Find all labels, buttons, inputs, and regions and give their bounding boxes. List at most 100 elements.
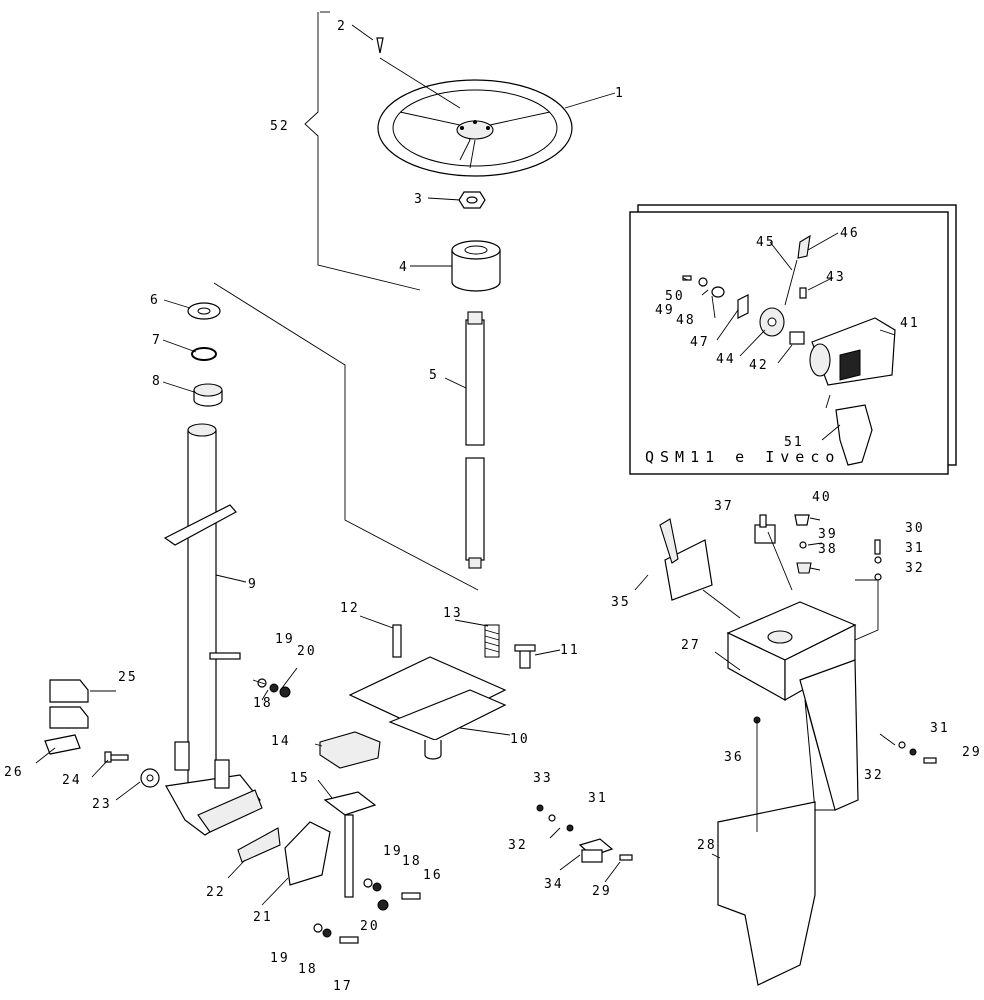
control-lever-35 (659, 518, 713, 601)
label-20b: 20 (360, 919, 380, 934)
assembly-line (213, 282, 479, 591)
console-27 (726, 601, 859, 811)
label-47: 47 (690, 335, 710, 350)
label-19: 19 (275, 632, 295, 647)
label-15: 15 (290, 771, 310, 786)
inset-frame (629, 204, 957, 475)
bolt-12 (392, 624, 402, 658)
label-2: 2 (337, 19, 347, 34)
label-17: 17 (333, 979, 353, 994)
plate-47 (737, 294, 749, 319)
label-23: 23 (92, 797, 112, 812)
label-10: 10 (510, 732, 530, 747)
label-27: 27 (681, 638, 701, 653)
label-51: 51 (784, 435, 804, 450)
label-29b: 29 (592, 884, 612, 899)
label-1: 1 (615, 86, 625, 101)
bolt-24 (104, 751, 129, 763)
plate-10 (348, 656, 507, 760)
label-46: 46 (840, 226, 860, 241)
label-25: 25 (118, 670, 138, 685)
label-16: 16 (423, 868, 443, 883)
label-19c: 19 (270, 951, 290, 966)
label-48: 48 (676, 313, 696, 328)
pin-43 (799, 287, 807, 299)
label-44: 44 (716, 352, 736, 367)
label-40: 40 (812, 490, 832, 505)
fasteners-31-34 (536, 804, 633, 863)
label-33: 33 (533, 771, 553, 786)
steering-wheel (377, 79, 573, 177)
label-35: 35 (611, 595, 631, 610)
screw-2 (376, 37, 384, 54)
housing-41 (809, 317, 896, 386)
knob-46 (797, 234, 811, 259)
assembly-brace-52 (304, 11, 421, 291)
label-7: 7 (152, 333, 162, 348)
ring-7 (191, 347, 217, 361)
label-6: 6 (150, 293, 160, 308)
label-29: 29 (962, 745, 982, 760)
pedal-pad-14 (319, 731, 381, 769)
label-36: 36 (724, 750, 744, 765)
label-32c: 32 (508, 838, 528, 853)
cover-28 (717, 801, 816, 986)
washers-48-50 (682, 275, 725, 298)
part-labels: 2 1 52 3 4 5 6 7 8 9 19 20 18 25 26 24 2… (4, 19, 982, 994)
label-50: 50 (665, 289, 685, 304)
switch-37 (754, 514, 776, 544)
bolt-11 (514, 644, 536, 669)
label-32b: 32 (864, 768, 884, 783)
bracket-21 (284, 821, 331, 886)
washer-6 (187, 302, 221, 320)
label-4: 4 (399, 260, 409, 275)
label-14: 14 (271, 734, 291, 749)
label-52: 52 (270, 119, 290, 134)
washer-23 (140, 768, 160, 788)
label-28: 28 (697, 838, 717, 853)
label-43: 43 (826, 270, 846, 285)
label-18: 18 (253, 696, 273, 711)
label-24: 24 (62, 773, 82, 788)
label-13: 13 (443, 606, 463, 621)
label-11: 11 (560, 643, 580, 658)
label-39: 39 (818, 527, 838, 542)
label-12: 12 (340, 601, 360, 616)
label-5: 5 (429, 368, 439, 383)
label-31c: 31 (588, 791, 608, 806)
label-20: 20 (297, 644, 317, 659)
label-30: 30 (905, 521, 925, 536)
shaft-5 (465, 311, 485, 569)
lever-51 (835, 404, 873, 466)
leader-lines (35, 24, 896, 906)
column-tube-9 (163, 423, 263, 836)
label-37: 37 (714, 499, 734, 514)
label-45: 45 (756, 235, 776, 250)
label-26: 26 (4, 765, 24, 780)
clamp-25 (44, 679, 89, 755)
fasteners-30-32 (874, 539, 882, 581)
label-18c: 18 (298, 962, 318, 977)
lamp-38-40 (794, 514, 812, 574)
plate-22 (237, 827, 281, 863)
bolt-29-right (898, 741, 937, 764)
nut-3 (458, 191, 486, 209)
label-38: 38 (818, 542, 838, 557)
label-9: 9 (248, 577, 258, 592)
label-8: 8 (152, 374, 162, 389)
pedal-arm-15 (323, 791, 377, 898)
label-18b: 18 (402, 854, 422, 869)
label-19b: 19 (383, 844, 403, 859)
label-41: 41 (900, 316, 920, 331)
sleeve-42 (789, 331, 805, 345)
label-21: 21 (253, 910, 273, 925)
bearing-8 (193, 383, 223, 407)
hub-4 (451, 240, 501, 292)
label-49: 49 (655, 303, 675, 318)
label-31: 31 (905, 541, 925, 556)
rod-45 (784, 259, 798, 306)
label-22: 22 (206, 885, 226, 900)
pin-19-20 (209, 652, 291, 698)
spring-13 (484, 624, 500, 658)
disc-44 (759, 307, 785, 337)
